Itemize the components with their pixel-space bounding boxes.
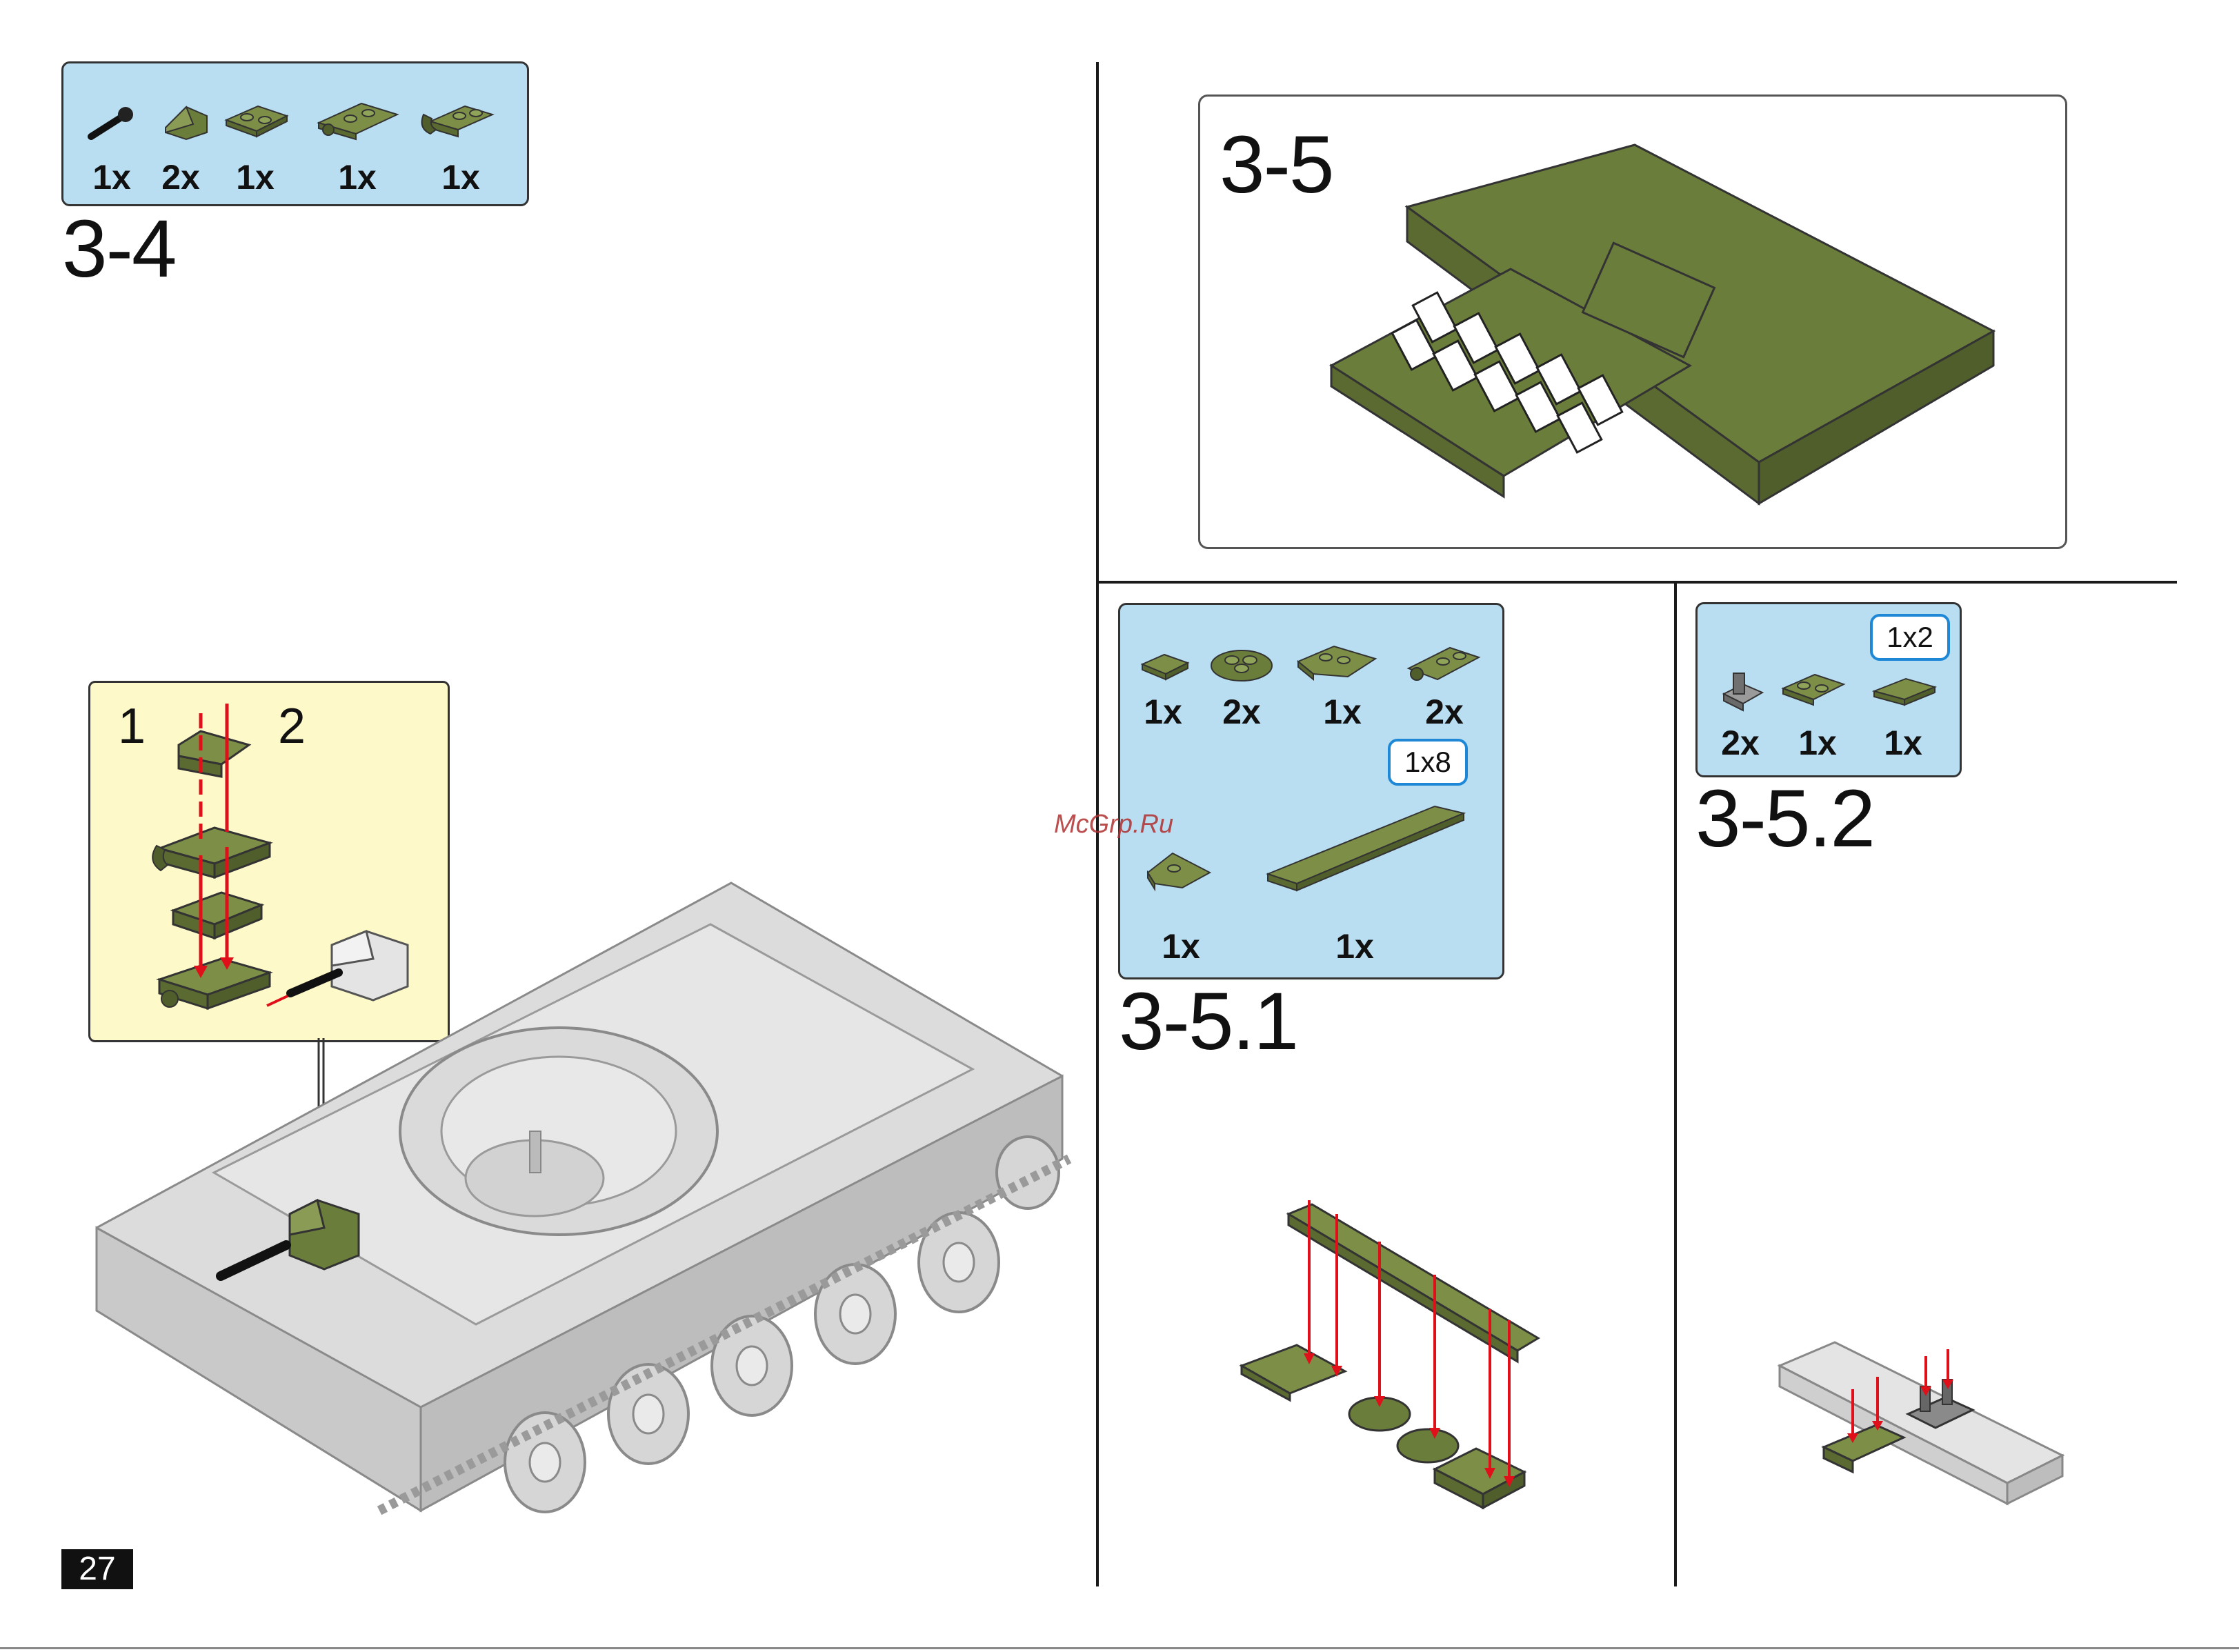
- hinge-plate-icon: [313, 95, 403, 143]
- chassis-illustration: [1304, 117, 2035, 531]
- part-qty: 1x: [214, 157, 297, 197]
- page-number: 27: [61, 1549, 133, 1589]
- tile-1x2-icon: [1870, 670, 1939, 709]
- step-3-5-1-assembly-illustration: [1235, 1193, 1559, 1538]
- slope-brick-icon: [159, 97, 214, 145]
- grille-brick-icon: [1715, 668, 1771, 716]
- step-number-3-5-1: 3-5.1: [1119, 981, 1297, 1062]
- part-qty: 1x: [1140, 926, 1222, 966]
- part-qty: 2x: [1403, 692, 1486, 732]
- round-plate-icon: [1207, 639, 1276, 688]
- plate-1x8-icon: [1262, 798, 1469, 902]
- step-3-4-parts-panel: 1x 2x 1x 1x 1x: [61, 61, 529, 206]
- step-number-3-4: 3-4: [62, 208, 176, 290]
- wedge-plate-icon: [1293, 638, 1382, 686]
- part-qty: 1x: [1776, 723, 1859, 763]
- page-bottom-rule: [0, 1647, 2239, 1649]
- size-badge-1x8: 1x8: [1388, 739, 1468, 786]
- pin-part-icon: [87, 102, 142, 143]
- part-qty: 1x: [1301, 692, 1384, 732]
- part-qty: 1x: [1862, 723, 1944, 763]
- part-qty: 1x: [1313, 926, 1396, 966]
- step-3-5-2-assembly-illustration: [1773, 1331, 2076, 1524]
- part-qty: 2x: [139, 157, 222, 197]
- tile-1x1-icon: [1138, 646, 1193, 688]
- watermark: McGrp.Ru: [1054, 810, 1173, 839]
- divider-horizontal-right: [1096, 581, 2177, 584]
- clip-plate-icon: [417, 94, 499, 149]
- plate-1x2-icon: [222, 99, 291, 141]
- part-qty: 1x: [1122, 692, 1204, 732]
- divider-vertical-right: [1674, 581, 1677, 1586]
- step-3-5-1-parts-panel: 1x 2x 1x 2x 1x8 1x 1x: [1118, 603, 1504, 979]
- part-qty: 2x: [1200, 692, 1283, 732]
- wedge-small-icon: [1141, 845, 1217, 900]
- part-qty: 1x: [316, 157, 399, 197]
- size-badge-1x2: 1x2: [1870, 614, 1950, 661]
- part-qty: 2x: [1699, 723, 1782, 763]
- plate-1x2-icon: [1779, 668, 1848, 709]
- step-3-5-panel: 3-5: [1198, 94, 2067, 549]
- tank-assembly-illustration: [90, 869, 1090, 1545]
- part-qty: 1x: [419, 157, 502, 197]
- step-3-5-2-parts-panel: 1x2 2x 1x 1x: [1695, 602, 1962, 777]
- step-number-3-5-2: 3-5.2: [1695, 778, 1874, 859]
- hinge-plate-icon: [1402, 634, 1484, 689]
